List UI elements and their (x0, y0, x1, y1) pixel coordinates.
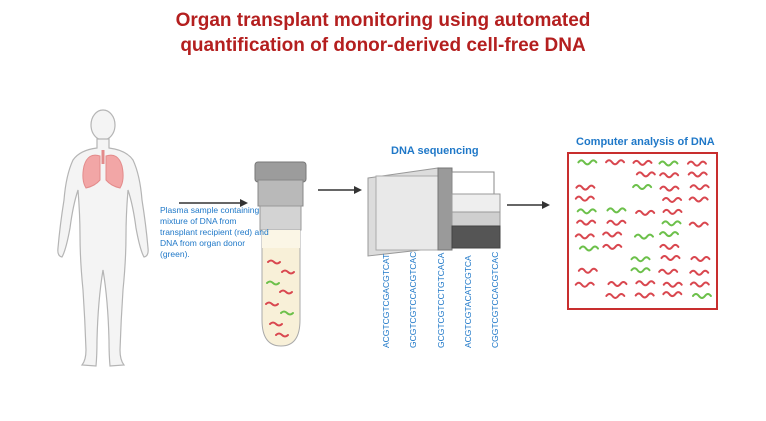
dna-fragment (633, 233, 654, 240)
analysis-label: Computer analysis of DNA (576, 136, 715, 148)
arrow-1 (179, 199, 248, 207)
sequencer-machine (367, 167, 501, 257)
dna-fragment (659, 172, 680, 179)
title-line-2: quantification of donor-derived cell-fre… (180, 35, 586, 56)
dna-fragment (576, 208, 597, 215)
dna-fragment (691, 292, 712, 299)
dna-fragment-field (574, 159, 712, 299)
dna-fragment (689, 281, 710, 288)
dna-fragment (658, 268, 679, 275)
sequencing-label: DNA sequencing (391, 145, 479, 157)
dna-fragment (574, 233, 595, 240)
dna-fragment (574, 281, 595, 288)
dna-fragment (661, 220, 682, 227)
dna-fragment (605, 292, 626, 299)
dna-fragment (606, 207, 627, 214)
dna-fragment (659, 243, 680, 250)
dna-fragment (578, 245, 599, 252)
sequence-read: CGGTCGTCCACGTCAC (490, 251, 500, 348)
dna-fragment (630, 256, 651, 263)
dna-fragment (660, 255, 681, 262)
dna-fragment (686, 160, 707, 167)
dna-fragment (630, 267, 651, 274)
dna-fragment (635, 280, 656, 287)
dna-fragment (690, 256, 711, 262)
dna-fragment (687, 171, 708, 178)
dna-fragment (659, 185, 680, 192)
dna-fragment (635, 209, 656, 216)
dna-fragment (632, 159, 653, 166)
dna-fragment (634, 292, 655, 299)
dna-fragment (605, 159, 626, 166)
plasma-tube (254, 161, 307, 347)
human-figure (57, 109, 149, 367)
dna-fragment (658, 160, 679, 167)
dna-fragment (606, 219, 627, 226)
dna-fragment (575, 184, 596, 191)
plasma-caption: Plasma sample containing mixture of DNA … (160, 205, 269, 259)
dna-fragment (607, 281, 628, 288)
dna-fragment (688, 221, 709, 228)
dna-fragment (689, 184, 710, 191)
dna-fragment (602, 243, 623, 250)
sequence-read: GCGTCGTCCTGTCACA (436, 252, 446, 348)
dna-fragment (688, 196, 709, 203)
dna-fragment (576, 219, 597, 226)
dna-fragment (689, 269, 710, 276)
analysis-box (567, 152, 718, 310)
dna-fragment (662, 291, 683, 298)
dna-fragment (635, 171, 656, 178)
diagram-title: Organ transplant monitoring using automa… (0, 8, 766, 58)
sequence-read: GCGTCGTCCACGTCAC (408, 251, 418, 348)
dna-fragment (662, 196, 683, 203)
dna-fragment (602, 231, 623, 238)
dna-fragment (632, 184, 653, 191)
title-line-1: Organ transplant monitoring using automa… (175, 10, 591, 31)
dna-fragment (662, 281, 683, 288)
dna-fragment (577, 267, 598, 274)
lungs-icon (82, 150, 124, 189)
sequence-read: ACGTCGTACATCGTCA (463, 255, 473, 348)
dna-fragment (574, 195, 595, 202)
arrow-3 (507, 201, 550, 209)
dna-fragment (662, 208, 683, 215)
dna-fragment (659, 231, 680, 238)
arrow-2 (318, 186, 362, 194)
sequence-read: ACGTCGTCGACGTCAT (381, 253, 391, 348)
dna-fragment (577, 159, 598, 166)
